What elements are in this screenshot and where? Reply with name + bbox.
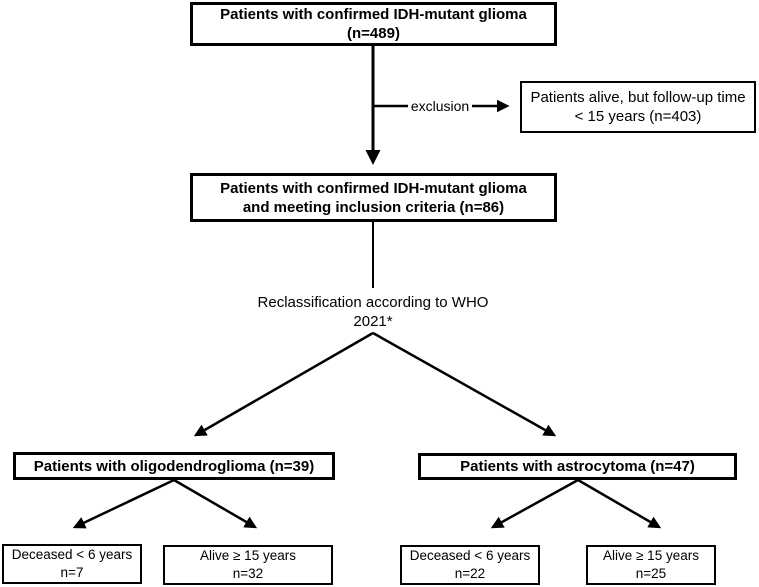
oligodendroglioma-label: Patients with oligodendroglioma (n=39) xyxy=(33,457,315,475)
excluded-patients-box: Patients alive, but follow-up time < 15 … xyxy=(520,81,756,133)
astrocytoma-box: Patients with astrocytoma (n=47) xyxy=(418,453,737,480)
confirmed-glioma-box: Patients with confirmed IDH-mutant gliom… xyxy=(190,2,557,46)
reclassification-line1: Reclassification according to WHO xyxy=(257,294,489,311)
astro-alive-count: n=25 xyxy=(635,566,667,581)
oligo-deceased-box: Deceased < 6 years n=7 xyxy=(2,544,142,584)
oligodendroglioma-box: Patients with oligodendroglioma (n=39) xyxy=(13,452,335,480)
reclassification-line2: 2021* xyxy=(353,313,393,330)
oligo-deceased-line1: Deceased < 6 years xyxy=(11,547,133,562)
confirmed-glioma-line1: Patients with confirmed IDH-mutant gliom… xyxy=(220,6,527,23)
astro-deceased-count: n=22 xyxy=(454,566,486,581)
astro-alive-box: Alive ≥ 15 years n=25 xyxy=(586,545,716,585)
astro-alive-line1: Alive ≥ 15 years xyxy=(603,548,699,563)
inclusion-criteria-box: Patients with confirmed IDH-mutant gliom… xyxy=(190,173,557,222)
oligo-alive-line1: Alive ≥ 15 years xyxy=(200,548,296,563)
oligo-alive-count: n=32 xyxy=(232,566,264,581)
exclusion-label: exclusion xyxy=(410,98,470,114)
inclusion-criteria-line1: Patients with confirmed IDH-mutant gliom… xyxy=(220,179,527,197)
oligo-deceased-count: n=7 xyxy=(60,565,84,580)
astro-deceased-line1: Deceased < 6 years xyxy=(409,548,531,563)
excluded-patients-line2: < 15 years (n=403) xyxy=(574,108,702,125)
inclusion-criteria-line2: and meeting inclusion criteria (n=86) xyxy=(242,198,505,216)
confirmed-glioma-count: (n=489) xyxy=(347,25,400,42)
oligo-alive-box: Alive ≥ 15 years n=32 xyxy=(163,545,333,585)
excluded-patients-line1: Patients alive, but follow-up time xyxy=(530,89,746,106)
astrocytoma-label: Patients with astrocytoma (n=47) xyxy=(460,458,695,475)
astro-deceased-box: Deceased < 6 years n=22 xyxy=(400,545,540,585)
reclassification-annotation: Reclassification according to WHO 2021* xyxy=(248,293,498,331)
